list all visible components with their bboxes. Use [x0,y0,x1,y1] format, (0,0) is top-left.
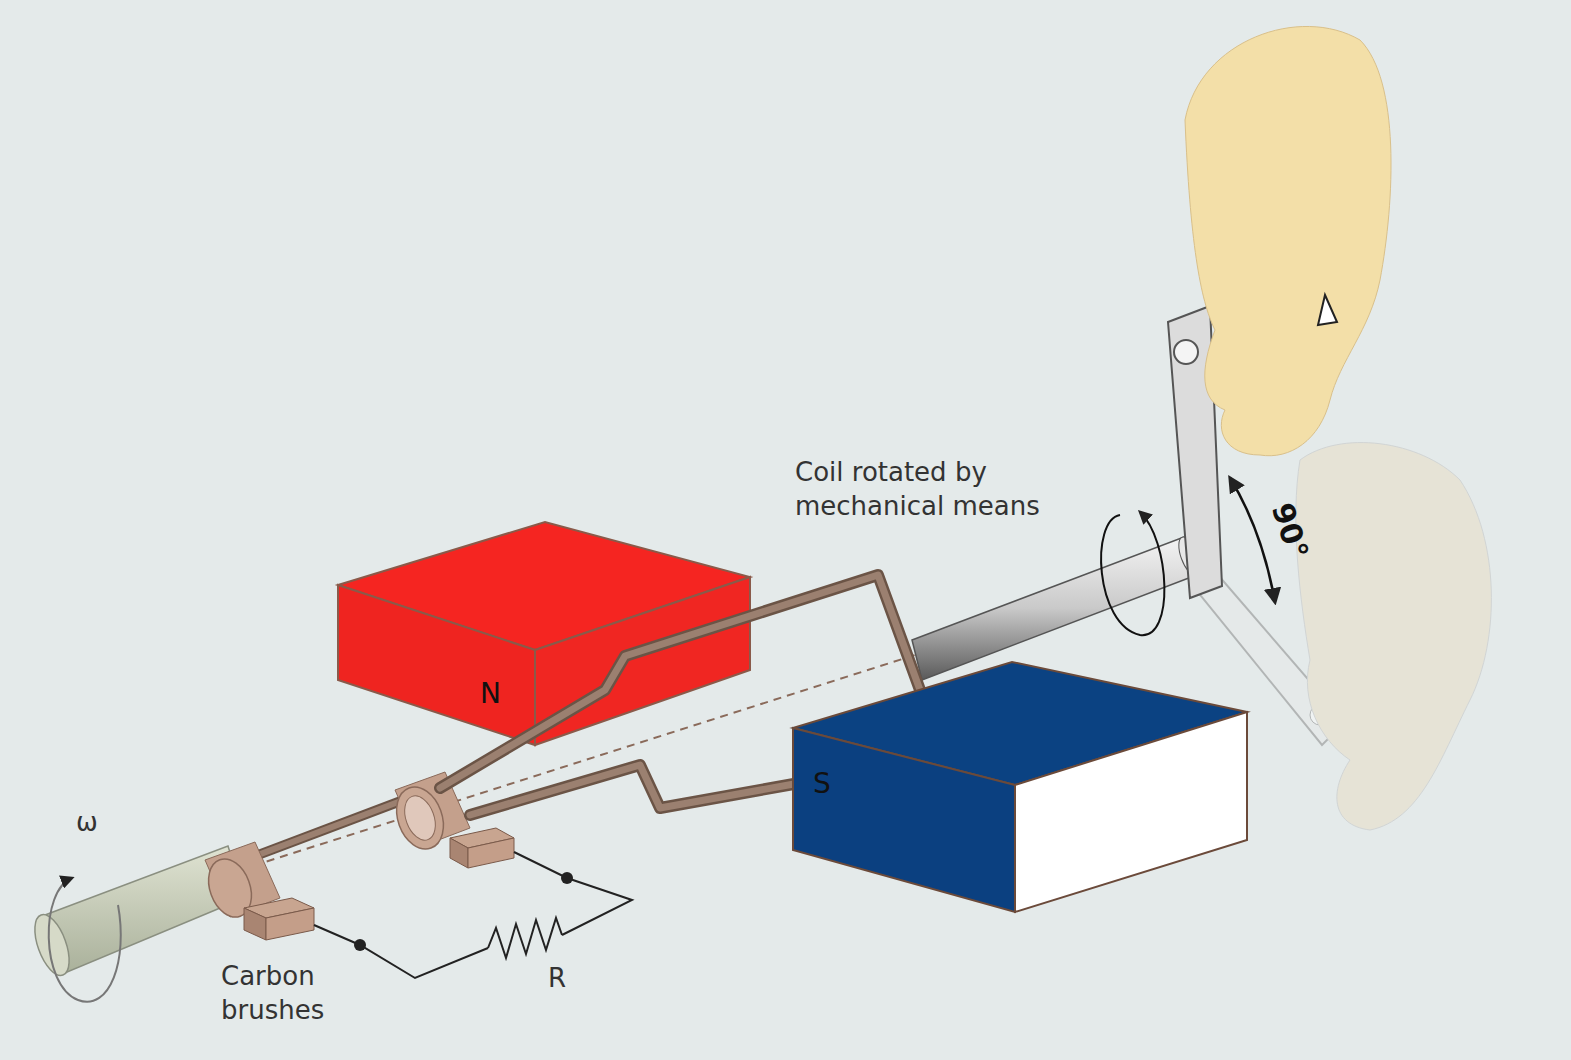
magnet-outline [785,655,1255,917]
coil-wire [470,765,805,815]
hand-outline [1318,295,1337,325]
rotation-arrow [49,878,121,1002]
magnet-block: N [330,515,760,755]
hand [1185,26,1391,455]
magnet-face [1015,712,1247,912]
resistor-symbol [488,918,562,958]
rotation-arrow [1101,512,1164,635]
magnet-face [535,577,750,745]
part-label: Carbon brushes [221,960,361,1028]
drive-shaft [912,534,1203,680]
magnet-block: S [785,655,1255,917]
caption-label: Coil rotated by mechanical means [795,456,1095,524]
circuit-wire [314,852,632,978]
terminal-dot [561,872,573,884]
terminal-dot [354,939,366,951]
angle-arrow [1230,478,1275,602]
pole-label: S [813,767,831,800]
resistor-label: R [548,962,566,996]
carbon-brush [450,828,514,868]
omega-label: ω [76,806,98,840]
carbon-brush [244,898,314,940]
magnet-face [793,728,1015,912]
magnet-face [338,585,535,745]
pole-label: N [480,677,501,710]
magnet-outline [330,515,760,755]
